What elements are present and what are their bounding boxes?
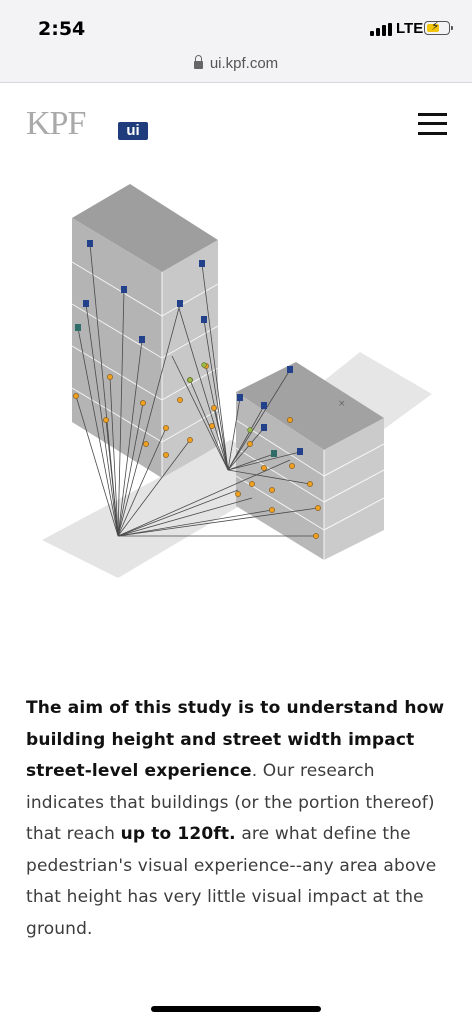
low-block: × [235, 362, 385, 560]
study-description: The aim of this study is to understand h… [26, 693, 448, 945]
sentence-start: . Our research indicates that buildings … [26, 761, 435, 844]
lock-icon [193, 55, 203, 69]
kpf-ui-logo[interactable]: KPF ui [26, 104, 148, 144]
view-point-markers-green [187, 362, 253, 433]
browser-chrome: 2:54 LTE ⚡ ui.kpf.com [0, 0, 472, 83]
url-text: ui.kpf.com [209, 55, 279, 72]
hamburger-menu-icon[interactable] [418, 113, 447, 135]
height-bold-text: up to 120ft. [120, 824, 236, 844]
sentence-end: are what define the pedestrian's visual … [26, 824, 437, 939]
intro-bold-text: The aim of this study is to understand h… [26, 698, 445, 781]
view-point-markers [73, 363, 321, 539]
logo-badge: ui [118, 122, 148, 140]
status-time: 2:54 [38, 18, 86, 40]
ground-plane-left [42, 440, 300, 578]
sight-lines [75, 243, 319, 537]
battery-charging-icon: ⚡ [424, 19, 453, 35]
window-markers [75, 240, 303, 457]
home-indicator[interactable] [151, 1006, 321, 1012]
address-bar[interactable]: ui.kpf.com [0, 55, 472, 72]
svg-text:×: × [338, 399, 346, 409]
signal-icon [370, 23, 392, 36]
network-type: LTE [396, 20, 424, 37]
building-view-diagram: × [42, 184, 432, 578]
logo-text: KPF [26, 105, 86, 142]
